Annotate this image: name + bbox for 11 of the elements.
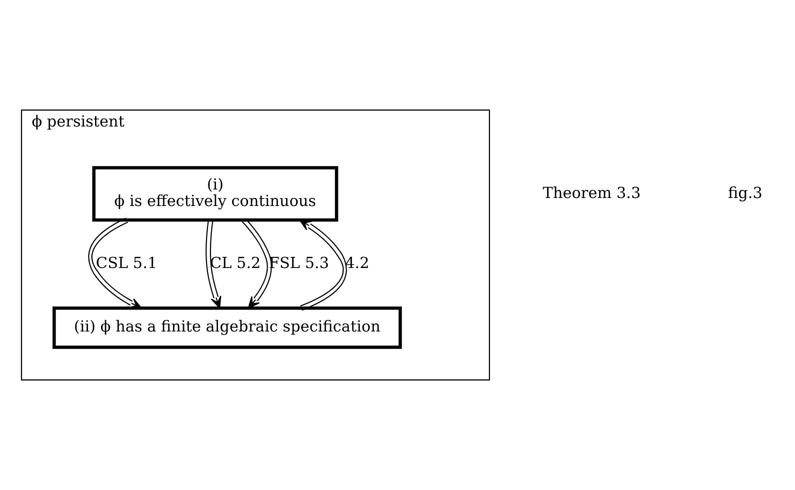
- edge-label: CSL 5.1: [96, 254, 158, 272]
- label: fig.3: [728, 184, 762, 202]
- edge-label: CL 5.2: [210, 254, 261, 272]
- arrow: [242, 218, 272, 308]
- node-box: (ii) ϕ has a finite algebraic specification: [52, 306, 402, 349]
- edge-label: 4.2: [345, 254, 370, 272]
- arrow: [88, 218, 142, 309]
- arrow: [206, 220, 222, 308]
- arrow: [299, 220, 347, 311]
- label: Theorem 3.3: [542, 184, 641, 202]
- node-box: (i) ϕ is effectively continuous: [92, 166, 338, 222]
